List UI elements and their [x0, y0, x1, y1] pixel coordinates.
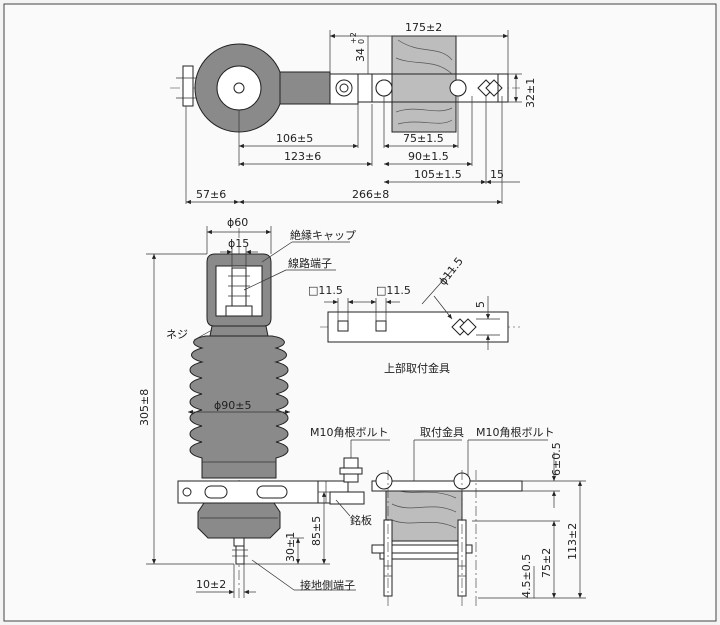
dim-30: 30±1: [284, 532, 297, 562]
dim-113: 113±2: [566, 523, 579, 560]
front-view: ϕ60 ϕ15 ϕ90±5 305±8 85±5 30±1 10±2: [138, 216, 586, 606]
upper-fitting-title: 上部取付金具: [384, 361, 450, 375]
dim-phi15: ϕ15: [228, 237, 249, 250]
dim-10: 10±2: [196, 578, 226, 591]
dim-123: 123±6: [284, 150, 321, 163]
dim-sq11-5-left: □11.5: [308, 284, 343, 297]
dim-34-tol-lower: 0: [357, 39, 366, 44]
dim-34-tol-upper: +2: [349, 32, 358, 44]
dim-90: 90±1.5: [408, 150, 449, 163]
dim-175: 175±2: [405, 21, 442, 34]
dim-6: 6±0.5: [550, 442, 563, 476]
label-screw: ネジ: [166, 328, 188, 341]
base: [197, 502, 281, 539]
dim-5: 5: [474, 301, 487, 308]
dim-85: 85±5: [310, 516, 323, 546]
label-mount-fitting: 取付金具: [420, 425, 464, 439]
dim-106: 106±5: [276, 132, 313, 145]
dim-15: 15: [490, 168, 504, 181]
dim-phi90: ϕ90±5: [214, 399, 251, 412]
label-nameplate: 銘板: [350, 513, 372, 527]
label-ground-terminal: 接地側端子: [300, 579, 355, 592]
dim-75-2: 75±2: [540, 548, 553, 578]
insulator-body: [189, 335, 289, 479]
dim-305: 305±8: [138, 389, 151, 426]
dim-phi60: ϕ60: [227, 216, 248, 229]
dim-75: 75±1.5: [403, 132, 444, 145]
dim-sq11-5-mid: □11.5: [376, 284, 411, 297]
dim-105: 105±1.5: [414, 168, 462, 181]
dim-4-5: 4.5±0.5: [520, 554, 533, 598]
label-insulating-cap: 絶縁キャップ: [290, 228, 356, 242]
dim-266: 266±8: [352, 188, 389, 201]
dim-32: 32±1: [524, 78, 537, 108]
dim-34: 34: [354, 48, 367, 62]
label-line-terminal: 線路端子: [288, 256, 332, 270]
top-view: 175±2 34 +2 0 32±1 106±5 123±6 75±1.5 90…: [170, 21, 537, 205]
label-m10-bolt-left: M10角根ボルト: [310, 425, 389, 439]
dim-57: 57±6: [196, 188, 226, 201]
label-m10-bolt-right: M10角根ボルト: [476, 425, 555, 439]
